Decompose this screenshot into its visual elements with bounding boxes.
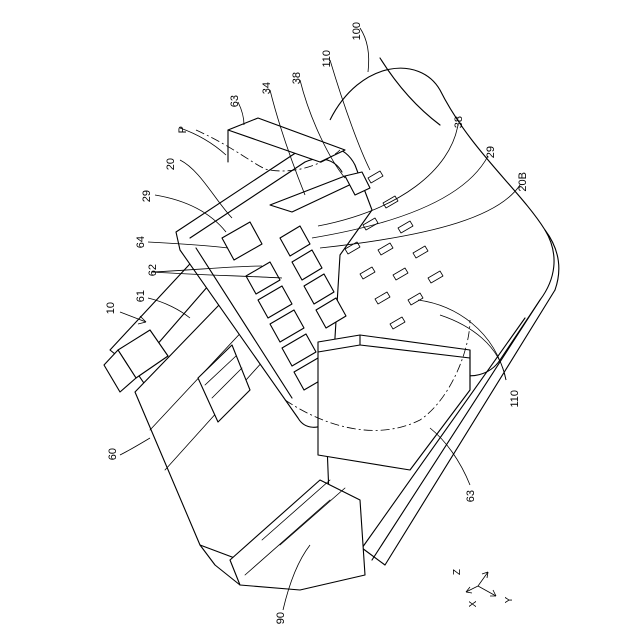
label-29-right: 29 <box>485 146 497 158</box>
label-62: 62 <box>147 264 159 276</box>
axis-x-arrow <box>466 586 478 592</box>
axis-triad: Z X Y <box>452 569 515 607</box>
label-38-right: 38 <box>453 116 465 128</box>
label-100: 100 <box>351 22 363 40</box>
label-64: 64 <box>135 236 147 248</box>
axis-x-label: X <box>468 600 479 607</box>
label-29-left: 29 <box>141 190 153 202</box>
label-38-top: 38 <box>291 72 303 84</box>
label-10: 10 <box>105 302 117 314</box>
axis-z-arrow <box>478 572 488 586</box>
label-63-bottom: 63 <box>465 490 477 502</box>
axis-z-label: Z <box>452 569 463 575</box>
label-61: 61 <box>135 290 147 302</box>
label-60: 60 <box>107 448 119 460</box>
label-110-bottom: 110 <box>509 390 521 408</box>
label-90: 90 <box>275 612 287 624</box>
panel-100 <box>330 58 559 565</box>
label-P: P <box>177 126 189 133</box>
label-20: 20 <box>165 158 177 170</box>
axis-y-label: Y <box>504 596 515 603</box>
label-110-top: 110 <box>321 50 333 68</box>
label-20B: 20B <box>517 172 529 192</box>
label-63-top: 63 <box>229 95 241 107</box>
label-34: 34 <box>261 82 273 94</box>
